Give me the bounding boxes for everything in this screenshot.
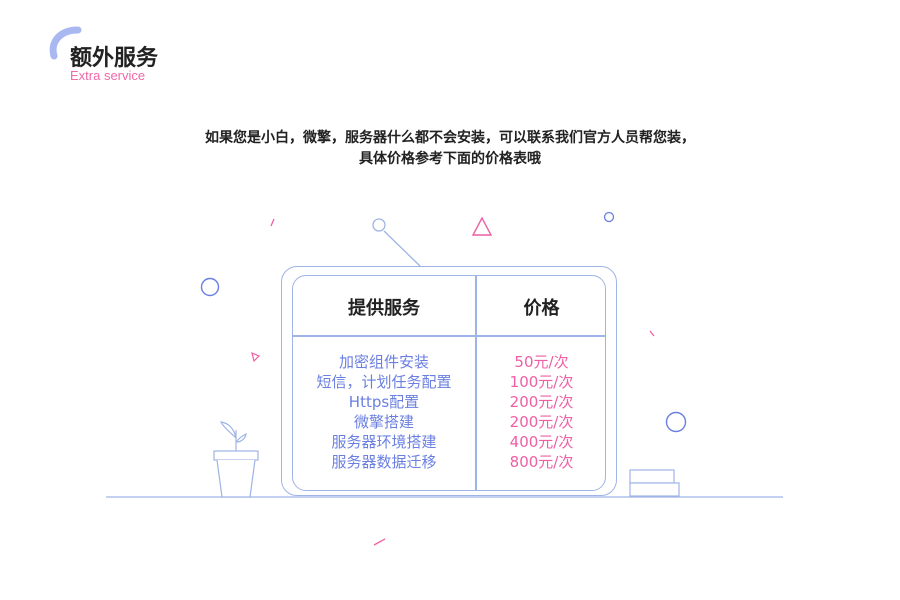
plant-pot-icon (213, 421, 259, 498)
price-item: 200元/次 (509, 393, 574, 411)
service-item: 加密组件安装 (338, 353, 429, 371)
price-column: 50元/次 100元/次 200元/次 200元/次 400元/次 800元/次 (476, 352, 605, 472)
triangle-decoration-icon (471, 216, 493, 236)
service-item: 短信，计划任务配置 (316, 373, 452, 391)
service-item: Https配置 (348, 393, 420, 411)
page-subtitle: Extra service (70, 68, 146, 83)
circle-decoration-icon (665, 411, 687, 433)
price-item: 100元/次 (509, 373, 574, 391)
price-item: 200元/次 (509, 413, 574, 431)
service-column: 加密组件安装 短信，计划任务配置 Https配置 微擎搭建 服务器环境搭建 服务… (293, 352, 475, 472)
service-item: 微擎搭建 (353, 413, 414, 431)
page-title: 额外服务 (70, 46, 159, 71)
circle-decoration-icon (200, 277, 220, 297)
price-item: 400元/次 (509, 433, 574, 451)
service-item: 服务器环境搭建 (331, 433, 437, 451)
price-item: 800元/次 (509, 453, 574, 471)
price-item: 50元/次 (514, 353, 569, 371)
price-table: 提供服务 价格 加密组件安装 短信，计划任务配置 Https配置 微擎搭建 服务… (292, 275, 606, 491)
header-arc-icon (49, 26, 82, 60)
book-stack-icon (629, 469, 680, 497)
column-divider (475, 276, 477, 490)
antenna-ball-icon (372, 218, 386, 232)
intro-line-2: 具体价格参考下面的价格表哦 (359, 151, 541, 167)
header-service: 提供服务 (348, 298, 420, 319)
intro-line-1: 如果您是小白，微擎，服务器什么都不会安装，可以联系我们官方人员帮您装， (205, 130, 695, 146)
service-item: 服务器数据迁移 (331, 453, 437, 471)
triangle-decoration-icon (251, 351, 261, 363)
header-price: 价格 (523, 298, 560, 319)
intro-text: 如果您是小白，微擎，服务器什么都不会安装，可以联系我们官方人员帮您装， 具体价格… (0, 128, 900, 170)
antenna-line (383, 230, 421, 267)
header-divider (293, 335, 605, 337)
circle-decoration-icon (603, 211, 615, 223)
